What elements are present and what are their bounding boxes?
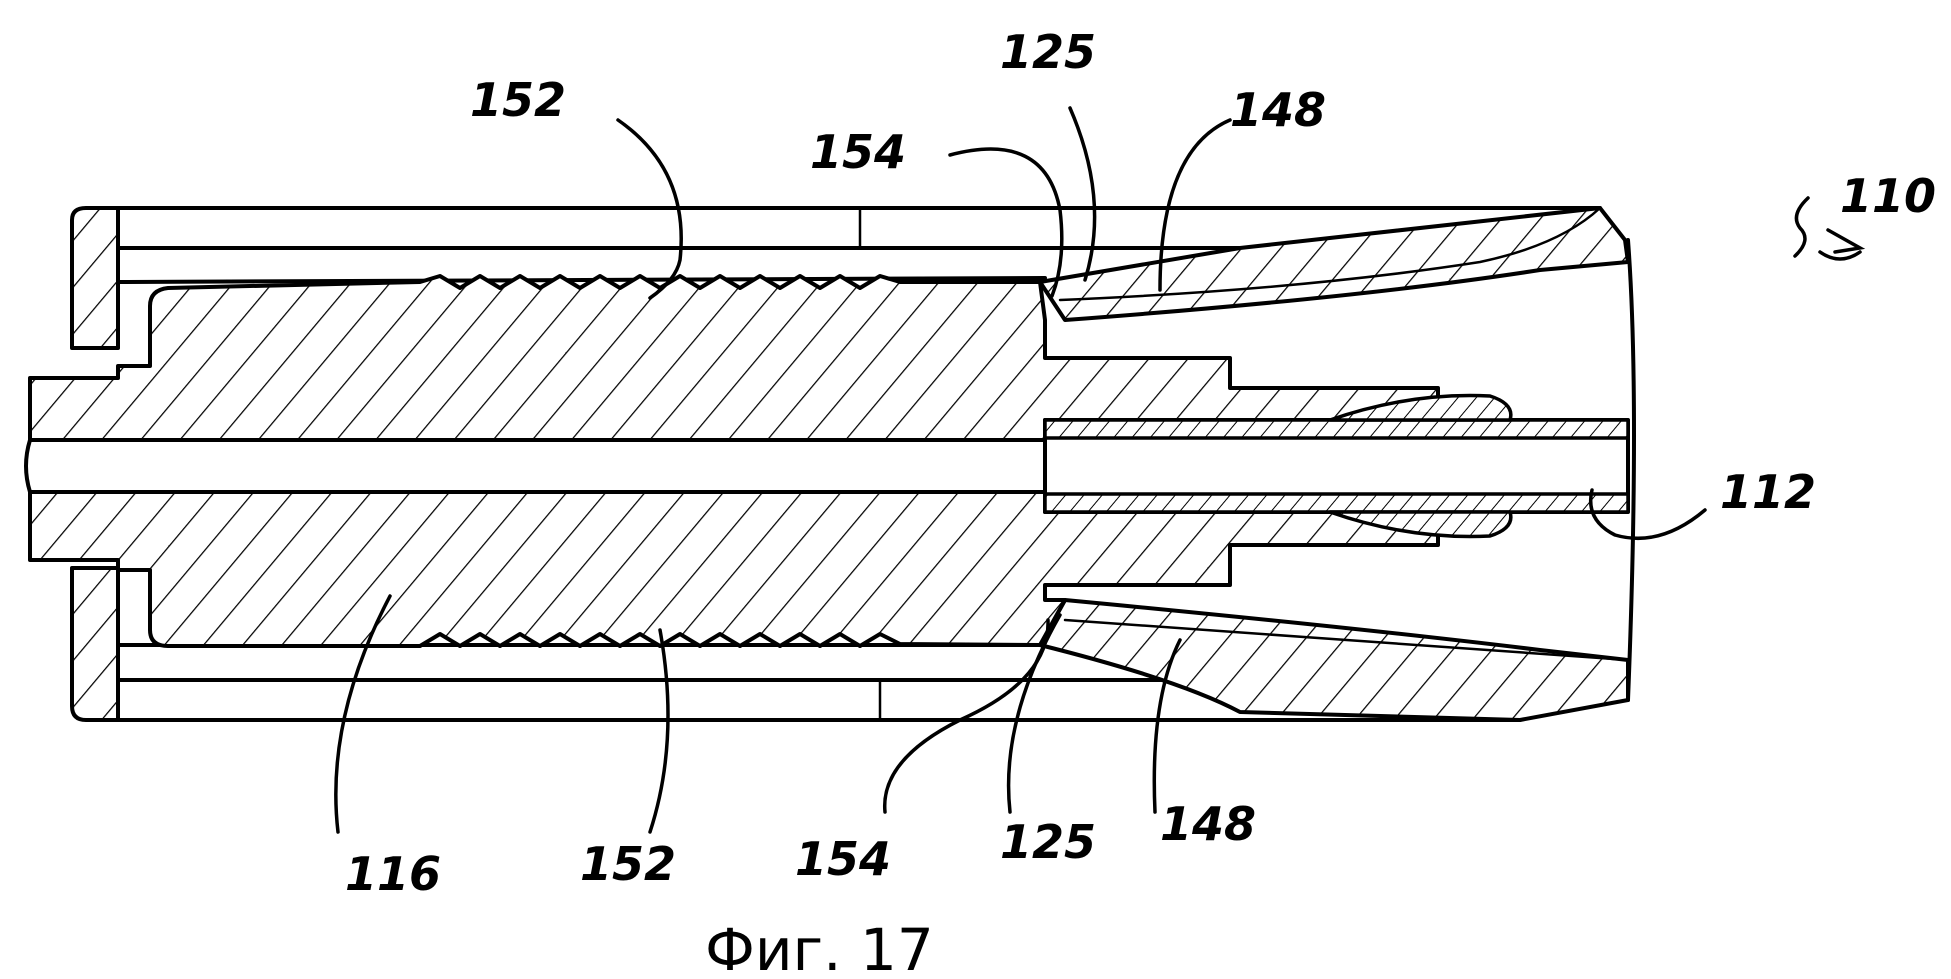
label-148-bottom: 148 xyxy=(1160,797,1256,851)
label-152-bottom: 152 xyxy=(580,837,676,891)
label-110-squiggle xyxy=(1793,196,1810,258)
label-125-bottom: 125 xyxy=(1000,815,1096,869)
label-148-top: 148 xyxy=(1230,83,1326,137)
central-body xyxy=(24,274,1630,648)
label-112: 112 xyxy=(1720,465,1816,519)
label-154-bottom: 154 xyxy=(795,832,891,886)
label-110: 110 xyxy=(1840,169,1936,223)
label-152-top: 152 xyxy=(470,73,566,127)
inner-tube xyxy=(1043,238,1636,702)
label-116: 116 xyxy=(345,847,441,901)
collet-bottom xyxy=(1038,598,1630,722)
label-125-top: 125 xyxy=(1000,25,1096,79)
leader-lines xyxy=(334,106,1866,834)
collet-top xyxy=(1038,206,1630,322)
figure-caption: Фиг. 17 xyxy=(705,916,934,979)
label-154-top: 154 xyxy=(810,125,906,179)
